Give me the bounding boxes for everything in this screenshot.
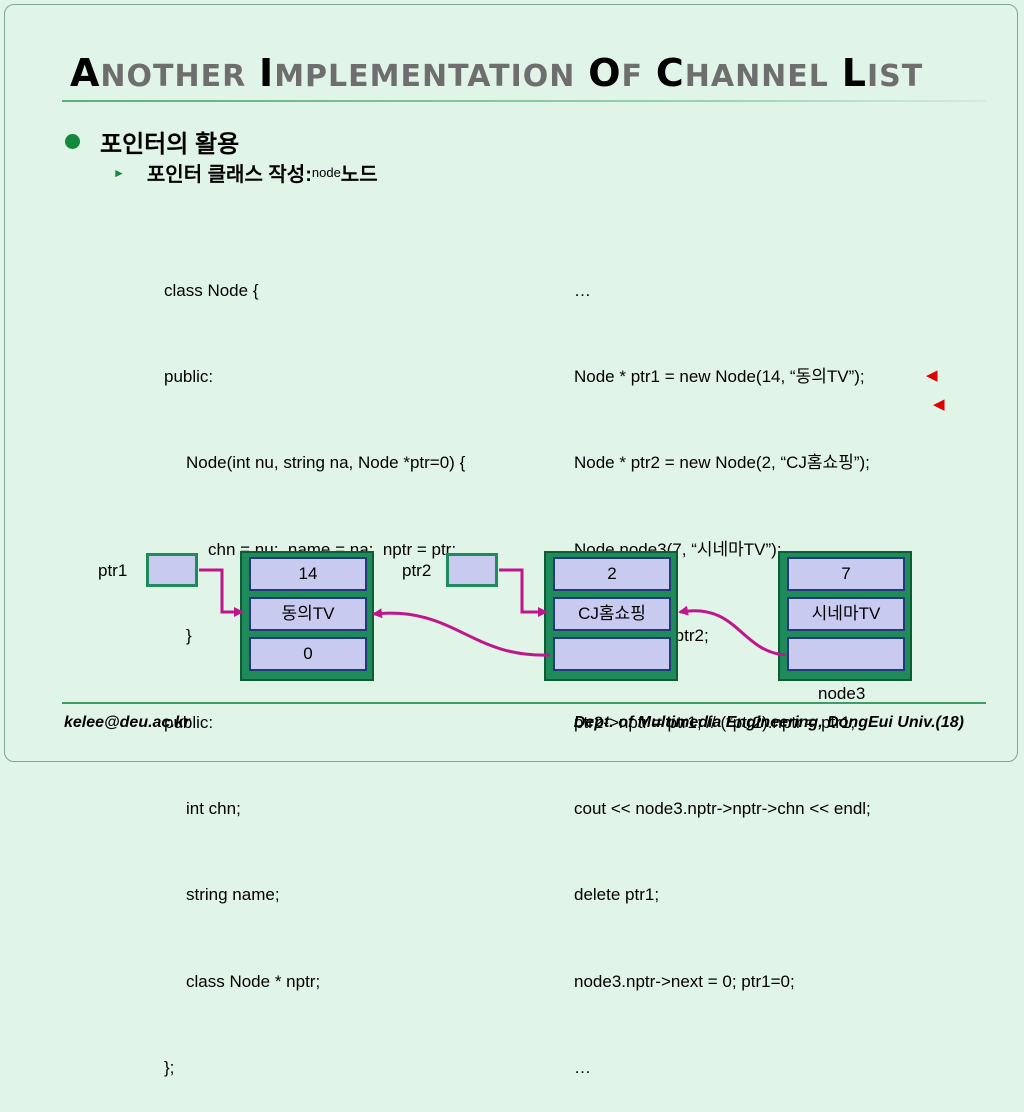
node-box-3: 7 시네마TV [778,551,912,681]
node1-nptr-cell: 0 [249,637,367,671]
slide-title: ANOTHER IMPLEMENTATION OF CHANNEL LIST [70,51,924,95]
code-line: Node * ptr2 = new Node(2, “CJ홈쇼핑”); [574,453,870,473]
node1-name-cell: 동의TV [249,597,367,631]
node1-chn-cell: 14 [249,557,367,591]
node3-label: node3 [818,684,866,703]
ptr2-to-node2-arrow [499,568,548,617]
code-line: cout << node3.nptr->nptr->chn << endl; [574,798,871,818]
footer-divider [62,702,986,704]
ptr1-label: ptr1 [98,561,128,580]
bullet-level2-text: 포인터 클래스 작성: [146,164,312,186]
footer-email: kelee@deu.ac.kr [64,714,190,731]
node3-chn-cell: 7 [787,557,905,591]
bullet-dot-icon [65,134,80,149]
code-line: }; [164,1058,175,1078]
code-line: } [186,626,192,646]
ptr1-to-node1-arrow [199,568,244,617]
ptr2-label: ptr2 [402,561,432,580]
red-marker-arrow-icon: ◀ [933,396,945,413]
node2-to-node1-arrow [372,608,551,657]
code-line: delete ptr1; [574,885,660,905]
slide-frame [4,4,1018,762]
title-divider [62,100,986,102]
ptr1-box [146,553,198,587]
red-marker-arrow-icon: ◀ [926,367,938,384]
pointer-arrows [199,568,787,657]
triangle-bullet-icon: ► [113,165,125,180]
code-line: class Node * nptr; [186,971,321,991]
code-line: int chn; [186,798,241,818]
node3-to-node2-arrow [678,605,787,657]
code-line: string name; [186,885,280,905]
code-line: … [574,280,591,300]
node-box-2: 2 CJ홈쇼핑 [544,551,678,681]
bullet-level2-tail: 노드 [340,164,378,186]
bullet-level2-superscript: node [311,165,341,180]
node3-nptr-cell [787,637,905,671]
node2-nptr-cell [553,637,671,671]
code-line: Node(int nu, string na, Node *ptr=0) { [186,453,466,473]
code-line: Node * ptr1 = new Node(14, “동의TV”); [574,366,865,386]
code-line: public: [164,712,214,732]
code-line: ptr2->nptr = ptr1; // (*ptr2).nptr = ptr… [574,712,856,732]
code-line: … [574,1058,591,1078]
ptr2-box [446,553,498,587]
code-line: public: [164,366,214,386]
node2-name-cell: CJ홈쇼핑 [553,597,671,631]
node2-chn-cell: 2 [553,557,671,591]
node-box-1: 14 동의TV 0 [240,551,374,681]
bullet-level1-text: 포인터의 활용 [100,131,240,158]
node3-name-cell: 시네마TV [787,597,905,631]
code-line: class Node { [164,280,259,300]
footer-department: Dept. of Multimedia Engineering, DongEui… [573,714,964,731]
bullet-level1: 포인터의 활용 [65,124,239,159]
code-line: node3.nptr->next = 0; ptr1=0; [574,971,795,991]
